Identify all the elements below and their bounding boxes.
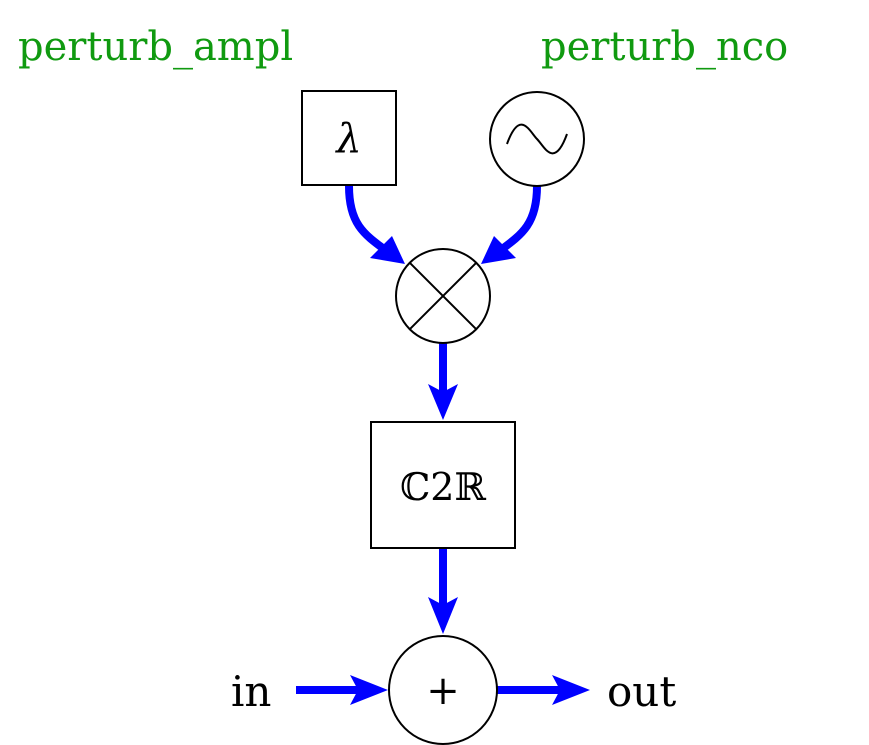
gain-block-symbol: λ	[334, 116, 361, 162]
gain-block-box	[301, 90, 397, 186]
multiplier-block	[395, 248, 491, 344]
arrow-mixer-to-c2r	[428, 384, 458, 420]
c2r-block: ℂ2ℝ	[370, 421, 516, 549]
c2r-block-symbol: ℂ2ℝ	[400, 465, 486, 509]
wire-nco-to-mixer	[495, 185, 541, 256]
arrow-gain-to-mixer	[370, 236, 405, 264]
sine-wave-icon	[506, 123, 568, 155]
output-label: out	[607, 667, 676, 716]
arrow-nco-to-mixer	[481, 236, 516, 264]
arrow-adder-to-output	[552, 675, 590, 705]
adder-plus-symbol: +	[426, 668, 460, 714]
adder-circle	[388, 635, 498, 745]
c2r-block-box	[370, 421, 516, 549]
input-label: in	[231, 667, 271, 716]
arrow-c2r-to-adder	[428, 597, 458, 634]
arrow-input-to-adder	[350, 675, 388, 705]
wires	[296, 185, 590, 705]
multiply-cross-icon-stroke	[409, 262, 477, 330]
adder-block: +	[388, 635, 498, 745]
oscillator-block	[489, 91, 585, 187]
wire-gain-to-mixer	[345, 185, 391, 256]
perturb-ampl-label: perturb_ampl	[18, 24, 293, 70]
gain-block: λ	[301, 90, 397, 186]
perturb-nco-label: perturb_nco	[541, 24, 788, 70]
